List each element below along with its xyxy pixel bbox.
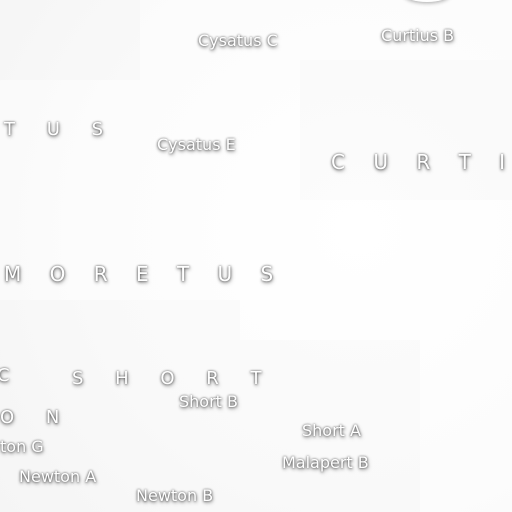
label-moretus[interactable]: M O R E T U S (4, 262, 285, 286)
map-tile (0, 0, 140, 80)
label-curtius-b[interactable]: Curtius B (381, 26, 455, 45)
label-malapert-b[interactable]: Malapert B (282, 453, 369, 472)
label-short[interactable]: S H O R T (72, 368, 275, 389)
label-newton-g-partial[interactable]: ton G (0, 437, 44, 456)
label-cysatus-e[interactable]: Cysatus E (157, 135, 236, 154)
label-short-b[interactable]: Short B (179, 392, 238, 411)
label-newton-a[interactable]: Newton A (19, 467, 97, 486)
label-curtius[interactable]: C U R T I U S (331, 150, 512, 174)
label-moretus-partial-top[interactable]: T U S (4, 119, 117, 140)
label-newton-b[interactable]: Newton B (136, 486, 214, 505)
label-short-a[interactable]: Short A (302, 421, 361, 440)
label-cysatus-c[interactable]: Cysatus C (198, 31, 278, 50)
label-partial-on[interactable]: O N (0, 407, 73, 428)
map-tile (300, 60, 512, 200)
feature-edge (404, 0, 450, 2)
label-partial-c[interactable]: C (0, 365, 23, 386)
